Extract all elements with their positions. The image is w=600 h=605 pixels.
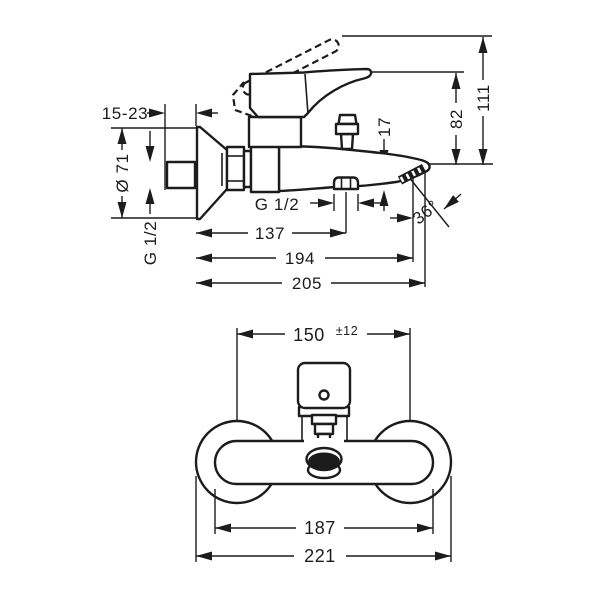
aerator	[397, 164, 427, 185]
dim-hose-thread-label: G 1/2	[255, 195, 300, 214]
mixer-body	[249, 143, 281, 194]
dim-height-111-label: 111	[474, 84, 493, 112]
wall-nipple	[165, 160, 197, 190]
dim-height-111: 111	[474, 37, 493, 165]
dim-height-82-label: 82	[447, 109, 466, 129]
union-nut	[225, 145, 246, 192]
handle-raised-rear-dashed	[231, 81, 253, 118]
dim-height-82: 82	[447, 73, 466, 165]
dim-connection-spacing-label: 150	[293, 325, 325, 345]
handle-grip-front	[296, 361, 352, 410]
cartridge-housing	[247, 115, 303, 149]
dim-wall-to-spout-tip-label: 205	[292, 274, 322, 293]
dim-wall-to-aerator-label: 194	[285, 249, 315, 268]
handle-dot	[318, 389, 330, 401]
mixer-front-profile	[194, 361, 453, 505]
dim-wall-depth: 15-23	[102, 104, 218, 123]
dim-overall-width-label: 221	[304, 546, 336, 566]
diverter-knob	[334, 113, 360, 151]
dim-spout-outlet-height-label: 17	[375, 117, 394, 137]
spout-outlet-front	[305, 446, 343, 480]
dim-wall-to-aerator: 194	[196, 249, 413, 268]
lever-handle	[248, 67, 373, 119]
dim-wall-depth-label: 15-23	[102, 104, 148, 123]
hose-connection-knob	[332, 176, 360, 191]
dim-escutcheon-diameter-label: Ø 71	[113, 153, 132, 192]
dim-wall-thread-label: G 1/2	[141, 221, 160, 266]
dim-outlet-angle-label: 36°	[409, 196, 442, 228]
dim-overall-width: 221	[195, 476, 452, 566]
dim-wall-to-hose-label: 137	[255, 224, 285, 243]
dim-hose-thread: G 1/2	[255, 195, 382, 214]
side-view: 15-23 Ø 71 G 1/2 17	[102, 35, 493, 293]
spout-opening	[308, 452, 340, 471]
dim-wall-thread: G 1/2	[141, 131, 160, 265]
dim-connection-spacing: 150 ±12	[236, 324, 411, 423]
handle-front	[296, 361, 352, 444]
dim-wall-to-spout-tip: 205	[196, 274, 425, 293]
mixer-side-profile	[165, 38, 431, 221]
front-view: 150 ±12	[194, 324, 453, 566]
dim-wall-to-hose: 137	[196, 224, 346, 243]
dim-body-width: 187	[214, 489, 434, 538]
dim-connection-tolerance-label: ±12	[336, 324, 359, 338]
dim-body-width-label: 187	[304, 518, 336, 538]
dim-escutcheon-diameter: Ø 71	[113, 128, 132, 218]
